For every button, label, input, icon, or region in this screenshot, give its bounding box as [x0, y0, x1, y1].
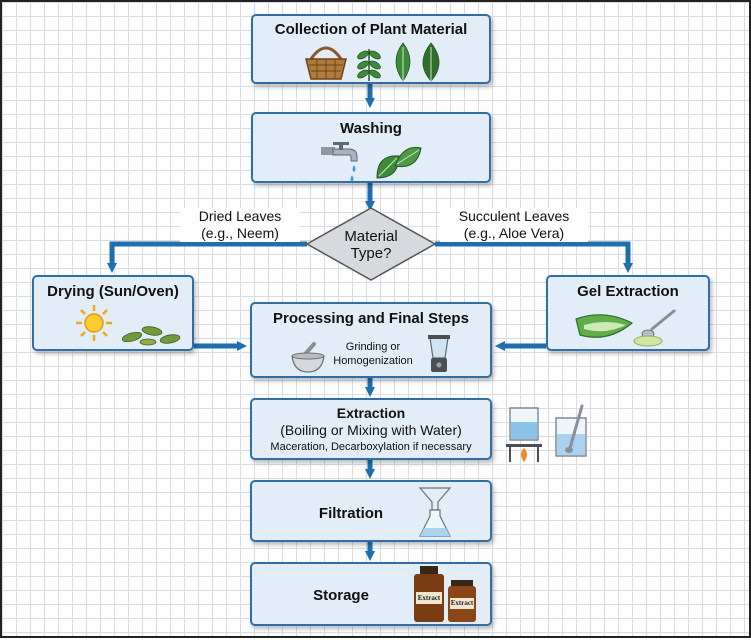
funnel-flask-icon [418, 487, 452, 537]
beaker-stirring-icon [555, 404, 587, 457]
branch-label-succulent: Succulent Leaves (e.g., Aloe Vera) [440, 208, 588, 242]
arrow-decision-to-drying [107, 241, 307, 273]
faucet-icon [321, 142, 358, 182]
arrow-decision-to-gel [435, 241, 633, 273]
node-drying: Drying (Sun/Oven) [32, 275, 194, 351]
decision-diamond [305, 207, 437, 281]
node-processing-sub: Grinding or Homogenization [328, 340, 418, 368]
decision-label-line1: Material [344, 228, 398, 245]
node-gel-extraction: Gel Extraction [546, 275, 710, 351]
branch-succulent-line1: Succulent Leaves [458, 208, 570, 224]
beaker-on-burner-icon [506, 407, 542, 462]
blender-icon [428, 335, 450, 372]
node-extraction-sub: Maceration, Decarboxylation if necessary [270, 441, 472, 453]
node-drying-title: Drying (Sun/Oven) [47, 283, 179, 300]
processing-sub-line2: Homogenization [333, 355, 413, 367]
branch-dried-line1: Dried Leaves [198, 208, 282, 224]
node-processing-title: Processing and Final Steps [273, 310, 469, 327]
node-extraction-title1: Extraction [336, 405, 406, 421]
branch-succulent-line2: (e.g., Aloe Vera) [463, 225, 565, 241]
node-extraction-title2: (Boiling or Mixing with Water) [280, 422, 462, 438]
aloe-leaf-icon [575, 314, 634, 338]
node-collection-title: Collection of Plant Material [274, 21, 468, 38]
branch-dried-line2: (e.g., Neem) [201, 225, 279, 241]
node-filtration: Filtration [250, 480, 492, 542]
node-filtration-title: Filtration [318, 505, 384, 522]
processing-sub-line1: Grinding or [345, 341, 401, 353]
gel-spoon-icon [633, 309, 676, 347]
branch-label-dried: Dried Leaves (e.g., Neem) [180, 208, 300, 242]
node-storage: Storage Extract Extract [250, 562, 492, 626]
extract-jar-large: Extract [414, 566, 444, 622]
dried-leaves-icon [121, 326, 181, 346]
sun-icon [76, 305, 112, 341]
extract-jar-small-label: Extract [450, 598, 474, 609]
node-storage-title: Storage [313, 587, 369, 604]
node-washing-title: Washing [340, 120, 402, 137]
node-processing: Processing and Final Steps Grinding or H… [250, 302, 492, 378]
basket-icon [305, 46, 347, 80]
node-gel-title: Gel Extraction [577, 283, 679, 300]
node-extraction: Extraction (Boiling or Mixing with Water… [250, 398, 492, 460]
node-washing: Washing [251, 112, 491, 183]
washed-leaves-icon [376, 146, 422, 179]
decision-label-line2: Type? [350, 245, 392, 262]
extract-jar-small: Extract [448, 580, 476, 622]
decision-label: Material Type? [327, 228, 415, 262]
leaves-icon [357, 42, 440, 82]
extract-jar-large-label: Extract [416, 592, 442, 604]
mortar-pestle-icon [291, 342, 325, 373]
node-collection: Collection of Plant Material [251, 14, 491, 84]
